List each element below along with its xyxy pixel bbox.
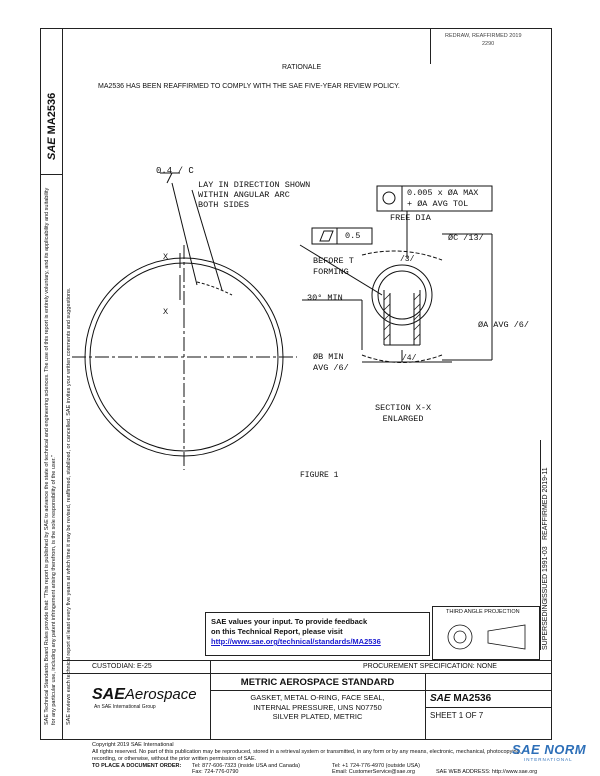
right-issued: ISSUED 1991-03 — [542, 546, 549, 600]
side-doc-id: SAE MA2536 — [46, 93, 58, 160]
before-forming-line-2: FORMING — [313, 267, 349, 277]
sheet-number: SHEET 1 OF 7 — [430, 711, 484, 720]
note-3: /3/ — [400, 255, 415, 264]
fcf-top-line-1: 0.005 x ØA MAX — [407, 188, 479, 198]
custodian: CUSTODIAN: E-25 — [92, 663, 152, 670]
phi-b-label: ØB MIN AVG /6/ — [313, 352, 349, 374]
footer-email: Email: CustomerService@sae.org — [332, 769, 415, 775]
footer-tel-1: Tel: 877-606-7323 (inside USA and Canada… — [192, 763, 300, 769]
watermark-main: SAE NORM — [512, 742, 587, 757]
right-superseding: SUPERSEDING — [542, 599, 549, 650]
label-x-top: X — [163, 252, 169, 262]
title-block-divider-1 — [210, 660, 211, 740]
title-block-top — [62, 660, 552, 661]
footer-fax: Fax: 724-776-0790 — [192, 769, 239, 775]
feedback-line-1: SAE values your input. To provide feedba… — [211, 617, 368, 626]
description-line-1: GASKET, METAL O-RING, FACE SEAL, — [250, 693, 385, 702]
flatness-sep: / — [172, 166, 189, 176]
fcf-flat-value: 0.5 — [345, 231, 361, 241]
watermark-sub: INTERNATIONAL — [524, 757, 573, 762]
label-x-bottom: X — [163, 307, 169, 317]
watermark: SAE NORM INTERNATIONAL — [512, 742, 586, 762]
feedback-box: SAE values your input. To provide feedba… — [205, 612, 430, 656]
figure-caption: FIGURE 1 — [300, 471, 339, 480]
figure-drawing — [72, 172, 493, 470]
standard-title: METRIC AEROSPACE STANDARD — [240, 677, 395, 688]
feedback-line-2: on this Technical Report, please visit — [211, 627, 343, 636]
footer-rights: All rights reserved. No part of this pub… — [92, 749, 522, 755]
flatness-tolerance: 0.4 / C — [156, 166, 194, 176]
rationale-text: MA2536 HAS BEEN REAFFIRMED TO COMPLY WIT… — [98, 83, 400, 90]
right-strip-divider — [540, 440, 541, 650]
section-label-line-1: SECTION X-X — [375, 403, 432, 413]
footer-web: SAE WEB ADDRESS: http://www.sae.org — [436, 769, 538, 775]
projection-label: THIRD ANGLE PROJECTION — [446, 609, 520, 615]
lay-note-line-1: LAY IN DIRECTION SHOWN — [198, 180, 311, 190]
doc-number-block: SAE MA2536 — [430, 693, 491, 704]
procurement: PROCUREMENT SPECIFICATION: NONE — [363, 663, 497, 670]
sae-aerospace-logo: SAEAerospace An SAE International Group — [92, 686, 197, 710]
header-line-1: REDRAW, REAFFIRMED 2019 — [445, 33, 522, 39]
section-label-line-2: ENLARGED — [382, 414, 424, 424]
description: GASKET, METAL O-RING, FACE SEAL, INTERNA… — [210, 693, 425, 722]
feedback-link[interactable]: http://www.sae.org/technical/standards/M… — [211, 637, 381, 646]
header-line-2: 2290 — [482, 41, 495, 47]
projection-box — [432, 606, 540, 660]
logo-main: SAE — [92, 686, 125, 703]
left-strip-divider — [62, 28, 63, 740]
doc-number: MA2536 — [453, 693, 492, 704]
drawing-frame — [40, 28, 552, 740]
footer-copyright: Copyright 2019 SAE International — [92, 742, 174, 748]
note-4: /4/ — [402, 354, 417, 363]
projection-symbol-icon — [447, 624, 526, 650]
right-date: REAFFIRMED 2019-11 — [542, 467, 549, 540]
phi-c-label: ØC /13/ — [448, 233, 484, 243]
logo-sub: Aerospace — [124, 686, 197, 703]
section-label: SECTION X-X ENLARGED — [375, 403, 431, 425]
free-dia-label: FREE DIA — [390, 213, 431, 223]
title-block-rule-4 — [425, 707, 552, 708]
lay-note-line-3: BOTH SIDES — [198, 200, 250, 210]
rationale-title: RATIONALE — [282, 64, 322, 71]
description-line-2: INTERNAL PRESSURE, UNS N07750 — [253, 702, 382, 712]
angle-label: 30° MIN — [307, 293, 343, 303]
fcf-top-line-2: + ØA AVG TOL — [407, 199, 469, 209]
title-block-divider-2 — [425, 673, 426, 740]
side-logo: SAE — [46, 137, 58, 160]
footer-tel-2: Tel: +1 724-776-4970 (outside USA) — [332, 763, 420, 769]
title-block-rule-3 — [210, 690, 552, 691]
flatness-datum: C — [188, 166, 194, 176]
logo-tag: An SAE International Group — [94, 704, 156, 710]
phi-b-line-2: AVG /6/ — [313, 363, 349, 373]
side-disclaimer-1: SAE Technical Standards Board Rules prov… — [44, 187, 57, 725]
footer-order: TO PLACE A DOCUMENT ORDER: — [92, 763, 182, 769]
lay-note: LAY IN DIRECTION SHOWN WITHIN ANGULAR AR… — [198, 180, 310, 210]
title-block-rule-2 — [62, 673, 552, 674]
flatness-value: 0.4 — [156, 166, 173, 176]
phi-b-line-1: ØB MIN — [313, 352, 344, 362]
side-doc-number: MA2536 — [46, 92, 58, 135]
before-forming-line-1: BEFORE T — [313, 256, 354, 266]
left-strip-rule — [40, 174, 62, 175]
before-forming: BEFORE T FORMING — [313, 256, 354, 278]
footer-rights-2: recording, or otherwise, without the pri… — [92, 756, 257, 762]
description-line-3: SILVER PLATED, METRIC — [272, 712, 363, 721]
phi-a-label: ØA AVG /6/ — [478, 320, 530, 330]
doc-logo: SAE — [430, 693, 451, 704]
header-box-left — [430, 28, 431, 64]
fcf-top-text: 0.005 x ØA MAX + ØA AVG TOL — [407, 188, 478, 210]
lay-note-line-2: WITHIN ANGULAR ARC — [198, 190, 290, 200]
